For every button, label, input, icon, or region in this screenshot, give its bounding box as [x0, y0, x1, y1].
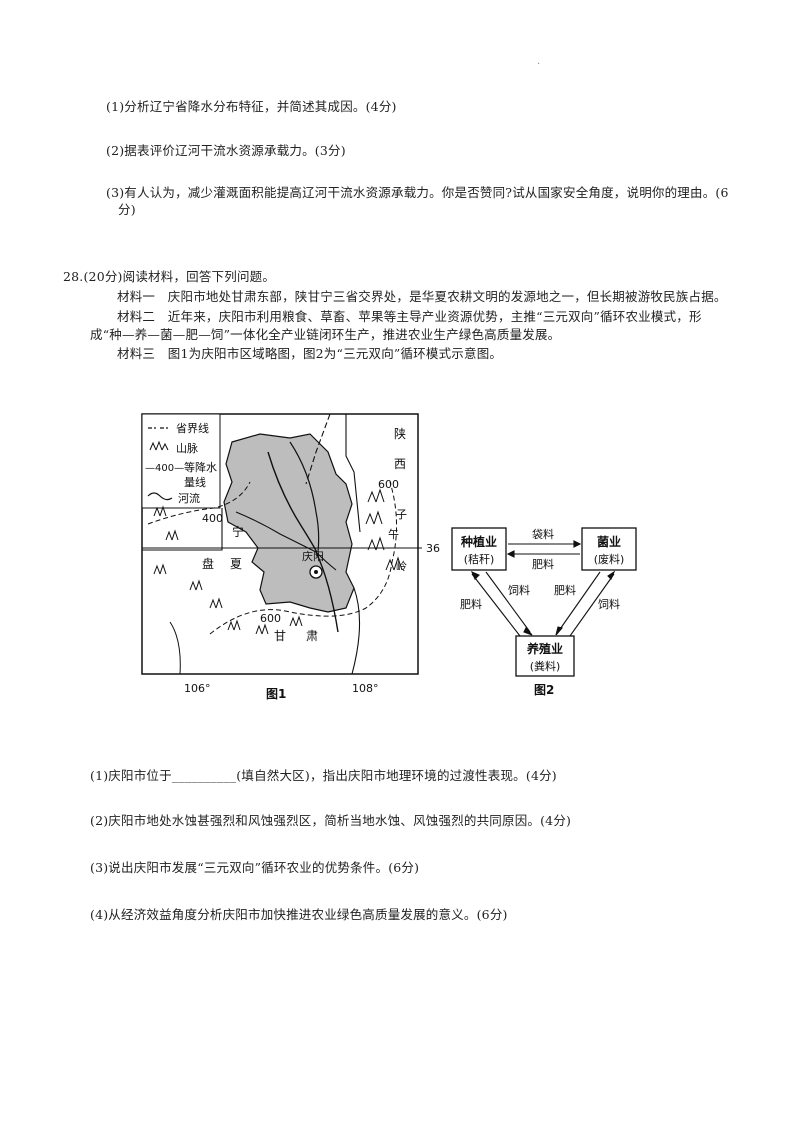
isohyet-400	[147, 481, 251, 525]
qingyang-region	[223, 433, 355, 613]
mountain-symbols	[153, 488, 403, 635]
label-shaanxi2: 西	[394, 457, 406, 471]
label-qingyang: 庆阳	[302, 549, 324, 563]
label-ziwu3: 岭	[396, 559, 407, 573]
node-fungus-title: 菌业	[597, 534, 621, 549]
boundary-shaanxi	[345, 414, 361, 533]
q28-material2-line1: 材料二 近年来，庆阳市利用粮食、草畜、苹果等主导产业资源优势，主推“三元双向”循…	[117, 309, 702, 324]
river-southwest	[169, 621, 181, 675]
legend-box	[141, 413, 221, 509]
qingyang-city-dot	[314, 570, 318, 574]
node-planting-box	[451, 527, 507, 571]
edge-fertilizer-left: 肥料	[460, 597, 482, 611]
label-ningxia: 宁	[232, 524, 244, 539]
isohyet-600	[209, 481, 397, 635]
legend-isohyet-label1: 等降水	[184, 460, 217, 474]
node-fungus-sub: (废料)	[594, 552, 625, 566]
boundary-ningxia	[142, 508, 223, 551]
q28-material2-line2: 成“种—养—菌—肥—饲”一体化全产业链闭环生产，推进农业生产绿色高质量发展。	[90, 327, 561, 342]
edge-feed-left: 饲料	[508, 583, 530, 597]
q27-sub1: (1)分析辽宁省降水分布特征，并简述其成因。(4分)	[106, 99, 397, 114]
label-ziwu1: 子	[396, 508, 407, 521]
figure2-caption: 图2	[534, 683, 554, 697]
label-shaanxi1: 陕	[394, 426, 406, 441]
q27-sub3-line1: (3)有人认为，减少灌溉面积能提高辽河干流水资源承载力。你是否赞同?试从国家安全…	[106, 185, 729, 200]
q28-sub1: (1)庆阳市位于__________(填自然大区)，指出庆阳市地理环境的过渡性表…	[90, 768, 557, 783]
figure2-diagram: 种植业 (秸秆) 菌业 (废料) 养殖业 (粪料) 袋料 肥料 饲料 肥料 肥料…	[451, 527, 637, 697]
q28-material3: 材料三 图1为庆阳市区域略图，图2为“三元双向”循环模式示意图。	[117, 346, 503, 361]
legend-boundary-label: 省界线	[176, 421, 209, 435]
node-breeding-title: 养殖业	[526, 641, 563, 656]
river-west	[235, 511, 317, 553]
label-lon106: 106°	[184, 682, 211, 695]
q28-sub4: (4)从经济效益角度分析庆阳市加快推进农业绿色高质量发展的意义。(6分)	[90, 907, 508, 922]
label-gansu: 甘	[274, 629, 286, 643]
q27-sub3-line2: 分)	[118, 202, 136, 217]
label-iso400: 400	[202, 512, 223, 525]
label-lon108: 108°	[352, 682, 379, 695]
river-east	[289, 441, 320, 553]
node-breeding-sub: (粪料)	[530, 659, 561, 673]
boundary-south	[351, 587, 361, 675]
legend-river-symbol	[147, 492, 173, 501]
legend-isohyet-symbol: —400—	[145, 463, 184, 474]
legend-mountain-label: 山脉	[176, 441, 198, 455]
q28-sub2: (2)庆阳市地处水蚀甚强烈和风蚀强烈区，简析当地水蚀、风蚀强烈的共同原因。(4分…	[90, 813, 572, 828]
diagram-arrows	[470, 540, 616, 637]
edge-feed-right: 饲料	[598, 597, 620, 611]
label-lat36: 36°	[426, 542, 440, 555]
q27-sub2: (2)据表评价辽河干流水资源承载力。(3分)	[106, 143, 346, 158]
legend-mountain-symbol	[149, 440, 169, 451]
edge-fertilizer-top: 肥料	[532, 557, 554, 571]
river-branch	[315, 551, 337, 571]
node-planting-title: 种植业	[460, 534, 497, 549]
label-iso600-south: 600	[260, 612, 281, 625]
corner-mark: .	[537, 56, 541, 67]
node-fungus-box	[581, 527, 637, 571]
label-panshan: 盘	[202, 556, 214, 571]
label-gansu2: 肃	[306, 629, 318, 643]
label-ziwu2: 午	[388, 528, 399, 541]
legend-river-label: 河流	[178, 491, 200, 505]
boundary-north	[305, 413, 331, 485]
q28-material1: 材料一 庆阳市地处甘肃东部，陕甘宁三省交界处，是华夏农耕文明的发源地之一，但长期…	[117, 289, 727, 304]
edge-bag-material: 袋料	[532, 527, 554, 541]
q28-header: 28.(20分)阅读材料，回答下列问题。	[63, 269, 276, 284]
q28-sub3: (3)说出庆阳市发展“三元双向”循环农业的优势条件。(6分)	[90, 860, 420, 875]
legend-isohyet-label2: 量线	[184, 475, 206, 489]
node-breeding-box	[515, 635, 575, 677]
node-planting-sub: (秸秆)	[464, 553, 495, 566]
label-ningxia2: 夏	[230, 557, 242, 571]
label-iso600-east: 600	[378, 478, 399, 491]
figure1-map: 省界线 山脉 —400— 等降水 量线 河流 陕 西 400 宁	[141, 413, 440, 701]
edge-fertilizer-right: 肥料	[554, 583, 576, 597]
figure1-caption: 图1	[266, 687, 286, 701]
